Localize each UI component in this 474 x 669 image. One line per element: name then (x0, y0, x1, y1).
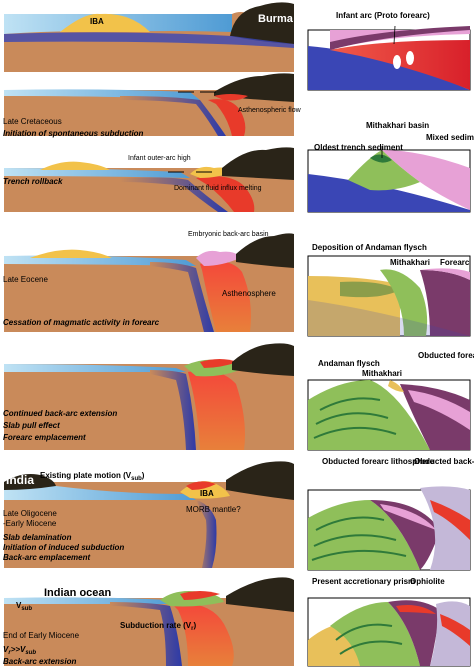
embryonic-basin-label: Embryonic back-arc basin (188, 231, 269, 238)
existing-plate-motion-text: Existing plate motion (V (40, 471, 132, 480)
asthenospheric-flow-label: Asthenospheric flow (238, 107, 302, 114)
panel-4-detail (307, 379, 471, 451)
existing-plate-motion-sub: sub (131, 476, 142, 482)
oldest-trench-label: Oldest trench sediment (314, 143, 403, 152)
panel2-process: Trench rollback (3, 177, 63, 186)
iba-label-p5: IBA (200, 489, 214, 498)
panel-2-cross-section (4, 147, 294, 212)
forearc-label: Forearc (440, 258, 470, 267)
panel6-relation: Vr>>Vsub (3, 645, 36, 656)
iba-arc-shape (60, 13, 150, 32)
panel-3-cross-section (4, 232, 294, 332)
panel-1-detail (307, 26, 471, 91)
panel4-line1: Continued back-arc extension (3, 409, 117, 418)
panel1-age: Late Cretaceous (3, 117, 62, 126)
mithakhari-basin-text: Mithakhari basin (366, 121, 429, 130)
india-label: India (6, 473, 34, 487)
accretionary-prism-label: Present accretionary prism (312, 577, 415, 586)
panel-2-detail (307, 149, 471, 213)
subducting-plate (120, 96, 226, 136)
infant-arc-label: Infant arc (Proto forearc) (336, 11, 430, 20)
vsub-label: Vsub (16, 601, 32, 612)
burma-label: Burma (258, 13, 294, 25)
asthenospheric-flow-text: Asthenospheric flow (238, 107, 302, 114)
panel5-line1: Slab delamination (3, 533, 72, 542)
ophiolite-label: Ophiolite (410, 577, 445, 586)
panel5-age1: Late Oligocene (3, 509, 57, 518)
panel-5-detail (307, 486, 471, 571)
mithakhari-label-p4: Mithakhari (362, 369, 402, 378)
outer-arc-high-label: Infant outer-arc high (128, 155, 191, 162)
mithakhari-basin-label-line1: Mithakhari basin (366, 121, 429, 130)
morb-label: MORB mantle? (186, 505, 241, 514)
panel-3-detail (307, 255, 471, 337)
subduction-rate-text: Subduction rate (V (120, 621, 192, 630)
panel-4-cross-section (4, 343, 294, 450)
existing-close-paren: ) (142, 471, 145, 480)
mithakhari-label-p3: Mithakhari (390, 258, 430, 267)
panel6-backarc: Back-arc extension (3, 657, 76, 666)
deposition-label: Deposition of Andaman flysch (312, 243, 427, 252)
obducted-forearc-label-p4: Obducted forearc lithosphere (418, 351, 474, 360)
subduction-rate-sub: r (191, 626, 194, 632)
burma-block (230, 2, 294, 44)
obducted-backarc-label-p5: Obducted back-arc lithosphere (414, 457, 474, 466)
panel3-process: Cessation of magmatic activity in forear… (3, 318, 160, 327)
panel5-line2: Initiation of induced subduction (3, 543, 124, 552)
panel5-line3: Back-arc emplacement (3, 553, 90, 562)
rel-mid: >>V (11, 645, 26, 654)
panel-6-detail (307, 597, 471, 667)
subduction-rate-label: Subduction rate (Vr) (120, 621, 196, 632)
asthenosphere-label: Asthenosphere (222, 289, 276, 298)
panel-5-cross-section (4, 461, 294, 568)
obducted-forearc-label-p5: Obducted forearc lithosphere (322, 457, 435, 466)
mixed-sediment-label: Mixed sediment (426, 133, 474, 142)
iba-label: IBA (90, 17, 104, 26)
existing-plate-motion-label: Existing plate motion (Vsub) (40, 471, 145, 482)
india-block (4, 474, 56, 490)
panel1-process: Initiation of spontaneous subduction (3, 129, 144, 138)
panel-6-cross-section (4, 577, 294, 666)
fluid-influx-label: Dominant fluid influx melting (174, 185, 262, 192)
vsub-text: V (16, 601, 22, 610)
rel-sub: sub (25, 650, 36, 656)
panel3-age: Late Eocene (3, 275, 48, 284)
vsub-sub: sub (21, 606, 32, 612)
panel-1b-cross-section (4, 72, 294, 136)
asthenosphere-wedge (208, 99, 246, 136)
panel5-age2: -Early Miocene (3, 519, 57, 528)
rel-r: r (8, 650, 11, 656)
panel4-line2: Slab pull effect (3, 421, 60, 430)
rel-v: V (3, 645, 9, 654)
panel6-age: End of Early Miocene (3, 631, 80, 640)
panel4-line3: Forearc emplacement (3, 433, 86, 442)
andaman-flysch-label: Andaman flysch (318, 359, 380, 368)
subduction-close-paren: ) (193, 621, 196, 630)
indian-ocean-label: Indian ocean (44, 587, 112, 599)
